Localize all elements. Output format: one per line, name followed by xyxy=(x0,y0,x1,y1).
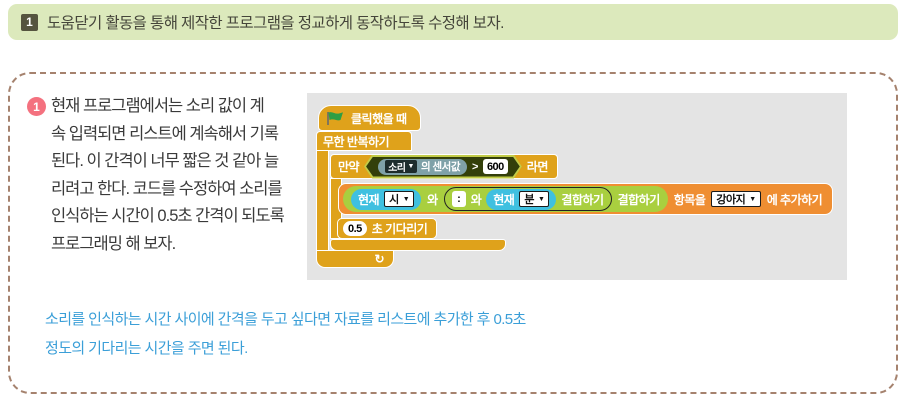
join-block-outer: 현재 시 ▼ 와 : 와 현재 분 ▼ xyxy=(343,186,668,212)
green-flag-icon xyxy=(327,111,343,125)
wait-value-input: 0.5 xyxy=(343,221,367,236)
if-block-bottom xyxy=(330,239,506,251)
item-label: 항목을 xyxy=(673,192,706,207)
section-number-badge: 1 xyxy=(21,13,38,31)
forever-block-spine xyxy=(316,150,329,251)
dropdown-arrow-icon: ▼ xyxy=(407,163,414,170)
task-line: 속 입력되면 리스트에 계속해서 기록 xyxy=(51,124,279,143)
task-line: 인식하는 시간이 0.5초 간격이 되도록 xyxy=(51,207,285,225)
task-number-badge: 1 xyxy=(27,97,46,116)
when-flag-clicked-block: 클릭했을 때 xyxy=(318,105,421,131)
wait-label: 초 기다리기 xyxy=(371,222,428,236)
task-line: 리려고 한다. 코드를 수정하여 소리를 xyxy=(51,179,283,198)
condition-hexagon: 소리 ▼ 의 센서값 > 600 xyxy=(364,155,522,179)
task-description: 현재 프로그램에서는 소리 값이 계 속 입력되면 리스트에 계속해서 기록 된… xyxy=(51,93,321,258)
and-label: 와 xyxy=(427,192,438,207)
join-label: 결합하기 xyxy=(561,192,604,207)
greater-than-operator: > xyxy=(472,160,478,173)
join-block-inner: : 와 현재 분 ▼ 결합하기 xyxy=(443,187,612,211)
dropdown-arrow-icon: ▼ xyxy=(537,195,545,203)
wait-seconds-block: 0.5 초 기다리기 xyxy=(337,218,438,239)
list-select-dropdown: 강아지 ▼ xyxy=(711,191,761,207)
note-line: 정도의 기다리는 시간을 주면 된다. xyxy=(45,340,248,357)
forever-block-header: 무한 반복하기 xyxy=(316,131,412,151)
colon-text-input: : xyxy=(451,191,466,207)
forever-label: 무한 반복하기 xyxy=(323,134,390,149)
hour-select-dropdown: 시 ▼ xyxy=(384,191,415,207)
task-line: 된다. 이 간격이 너무 짧은 것 같아 늘 xyxy=(51,152,279,170)
threshold-value: 600 xyxy=(483,159,508,174)
minute-select-dropdown: 분 ▼ xyxy=(519,191,550,207)
and-label: 와 xyxy=(470,192,482,207)
when-flag-clicked-label: 클릭했을 때 xyxy=(351,111,407,126)
forever-block-bottom: ↻ xyxy=(316,250,394,268)
dropdown-arrow-icon: ▼ xyxy=(749,195,756,203)
sensor-suffix-label: 의 센서값 xyxy=(420,161,460,173)
scratch-script-panel: 클릭했을 때 무한 반복하기 만약 소리 ▼ 의 센서값 > xyxy=(307,93,847,280)
task-line: 프로그래밍 해 보자. xyxy=(51,234,176,253)
sensor-select-dropdown: 소리 ▼ xyxy=(385,160,417,173)
section-title: 도움닫기 활동을 통해 제작한 프로그램을 정교하게 동작하도록 수정해 보자. xyxy=(47,15,504,32)
current-minute-block: 현재 분 ▼ xyxy=(486,188,557,210)
dropdown-arrow-icon: ▼ xyxy=(402,195,410,203)
loop-arrow-icon: ↻ xyxy=(374,252,384,266)
note-line: 소리를 인식하는 시간 사이에 간격을 두고 싶다면 자료를 리스트에 추가한 … xyxy=(45,311,526,328)
add-item-to-list-block: 현재 시 ▼ 와 : 와 현재 분 ▼ xyxy=(338,183,834,215)
sensor-value-block: 소리 ▼ 의 센서값 xyxy=(378,159,467,175)
if-label: 만약 xyxy=(338,160,360,174)
current-hour-block: 현재 시 ▼ xyxy=(351,188,422,210)
add-suffix-label: 에 추가하기 xyxy=(766,192,823,207)
section-banner: 1 도움닫기 활동을 통해 제작한 프로그램을 정교하게 동작하도록 수정해 보… xyxy=(8,4,898,40)
then-label: 라면 xyxy=(526,160,549,174)
join-label: 결합하기 xyxy=(617,192,661,207)
if-block-header: 만약 소리 ▼ 의 센서값 > 600 라면 xyxy=(330,154,558,179)
answer-note: 소리를 인식하는 시간 사이에 간격을 두고 싶다면 자료를 리스트에 추가한 … xyxy=(45,305,526,363)
task-line: 현재 프로그램에서는 소리 값이 계 xyxy=(51,97,265,115)
